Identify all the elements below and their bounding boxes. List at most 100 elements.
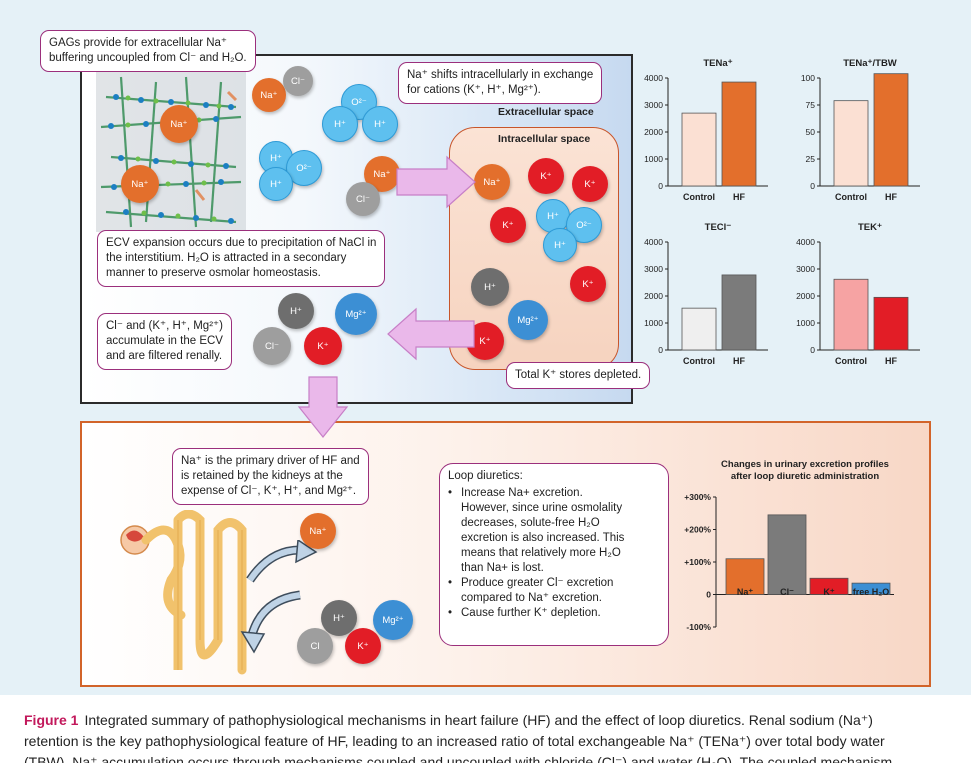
y-tick-label: 4000 — [644, 73, 663, 83]
hydrogen-ion: H⁺ — [543, 228, 577, 262]
y-tick-label: 0 — [706, 590, 711, 600]
y-tick-label: 2000 — [644, 127, 663, 137]
y-tick-label: 25 — [806, 154, 816, 164]
potassium-ion: K⁺ — [528, 158, 564, 194]
hydrogen-ion: H⁺ — [536, 199, 570, 233]
loop-diuretics-callout: Loop diuretics: • Increase Na+ excretion… — [439, 463, 669, 646]
bar-0 — [725, 558, 765, 595]
potassium-ion: K⁺ — [490, 207, 526, 243]
chart-title: after loop diuretic administration — [731, 471, 880, 482]
sodium-ion: Na⁺ — [160, 105, 198, 143]
chloride-ion: Cl⁻ — [253, 327, 291, 365]
y-tick-label: 0 — [810, 181, 815, 191]
y-tick-label: +200% — [684, 525, 711, 535]
category-label: K⁺ — [823, 587, 834, 597]
bar-0 — [681, 307, 717, 351]
chloride-ion: Cl⁻ — [346, 182, 380, 216]
oxygen-ion: O²⁻ — [341, 84, 377, 120]
hydrogen-ion: H⁺ — [471, 268, 509, 306]
intracellular-label: Intracellular space — [498, 133, 591, 145]
category-label: Cl⁻ — [780, 587, 794, 597]
y-tick-label: 2000 — [644, 291, 663, 301]
bar-0 — [833, 278, 869, 351]
potassium-ion: K⁺ — [304, 327, 342, 365]
chart-title: TENa⁺/TBW — [843, 58, 897, 69]
y-tick-label: -100% — [686, 622, 711, 632]
sodium-ion: Na⁺ — [474, 164, 510, 200]
bar-1 — [767, 514, 807, 595]
bar-0 — [681, 112, 717, 187]
bar-1 — [721, 81, 757, 187]
y-tick-label: 75 — [806, 100, 816, 110]
y-tick-label: 4000 — [644, 237, 663, 247]
y-tick-label: 4000 — [796, 237, 815, 247]
potassium-depleted-callout: Total K⁺ stores depleted. — [506, 362, 651, 389]
nephron-image — [120, 510, 247, 675]
hydrogen-ion: H⁺ — [322, 106, 358, 142]
chart-title: TECl⁻ — [705, 222, 732, 233]
category-label: Control — [835, 356, 867, 366]
hydrogen-ion: H⁺ — [321, 600, 357, 636]
bar-1 — [873, 73, 909, 187]
hydrogen-ion: H⁺ — [362, 106, 398, 142]
sodium-driver-callout: Na⁺ is the primary driver of HF and is r… — [172, 448, 369, 505]
arrow-right-icon — [396, 155, 476, 209]
hydrogen-ion: H⁺ — [278, 293, 314, 329]
category-label: HF — [885, 356, 897, 366]
y-tick-label: 0 — [658, 181, 663, 191]
sodium-ion: Na⁺ — [121, 165, 159, 203]
y-tick-label: 1000 — [644, 154, 663, 164]
sodium-shift-callout: Na⁺ shifts intracellularly in exchange f… — [398, 62, 603, 104]
bar-0 — [833, 100, 869, 187]
y-tick-label: +100% — [684, 557, 711, 567]
chart-title: TENa⁺ — [703, 58, 732, 69]
arrow-down-icon — [297, 376, 349, 438]
y-tick-label: 0 — [810, 345, 815, 355]
category-label: Control — [683, 192, 715, 202]
hydrogen-ion: H⁺ — [259, 167, 293, 201]
magnesium-ion: Mg²⁺ — [508, 300, 548, 340]
y-tick-label: 1000 — [796, 318, 815, 328]
extracellular-label: Extracellular space — [498, 106, 594, 118]
chloride-accumulation-callout: Cl⁻ and (K⁺, H⁺, Mg²⁺) accumulate in the… — [97, 313, 232, 370]
y-tick-label: +300% — [684, 492, 711, 502]
category-label: Control — [683, 356, 715, 366]
urinary-excretion-chart: Changes in urinary excretion profilesaft… — [684, 459, 894, 632]
ecv-expansion-callout: ECV expansion occurs due to precipitatio… — [97, 230, 386, 287]
y-tick-label: 3000 — [796, 264, 815, 274]
loop-bullet-3: • Cause further K⁺ depletion. — [448, 607, 601, 619]
gag-lattice-image — [96, 72, 246, 232]
potassium-ion: K⁺ — [570, 266, 606, 302]
potassium-ion: K⁺ — [345, 628, 381, 664]
reabsorption-arrows-icon — [240, 540, 318, 654]
y-tick-label: 1000 — [644, 318, 663, 328]
magnesium-ion: Mg²⁺ — [373, 600, 413, 640]
y-tick-label: 2000 — [796, 291, 815, 301]
chloride-ion: Cl — [297, 628, 333, 664]
bar-1 — [873, 296, 909, 351]
loop-bullet-2: • Produce greater Cl⁻ excretion compared… — [448, 577, 614, 604]
bar-1 — [721, 274, 757, 351]
category-label: HF — [885, 192, 897, 202]
magnesium-ion: Mg²⁺ — [335, 293, 377, 335]
oxygen-ion: O²⁻ — [566, 207, 602, 243]
sodium-ion: Na⁺ — [252, 78, 286, 112]
chloride-ion: Cl⁻ — [283, 66, 313, 96]
y-tick-label: 0 — [658, 345, 663, 355]
category-label: Na⁺ — [737, 587, 754, 597]
category-label: HF — [733, 356, 745, 366]
category-label: HF — [733, 192, 745, 202]
arrow-left-icon — [387, 307, 475, 361]
bar-3 — [851, 582, 891, 595]
gags-callout: GAGs provide for extracellular Na⁺ buffe… — [40, 30, 256, 72]
chart-title: TEK⁺ — [858, 222, 882, 233]
sodium-ion: Na⁺ — [300, 513, 336, 549]
loop-bullet-1: • Increase Na+ excretion. However, since… — [448, 487, 625, 574]
y-tick-label: 3000 — [644, 264, 663, 274]
y-tick-label: 3000 — [644, 100, 663, 110]
